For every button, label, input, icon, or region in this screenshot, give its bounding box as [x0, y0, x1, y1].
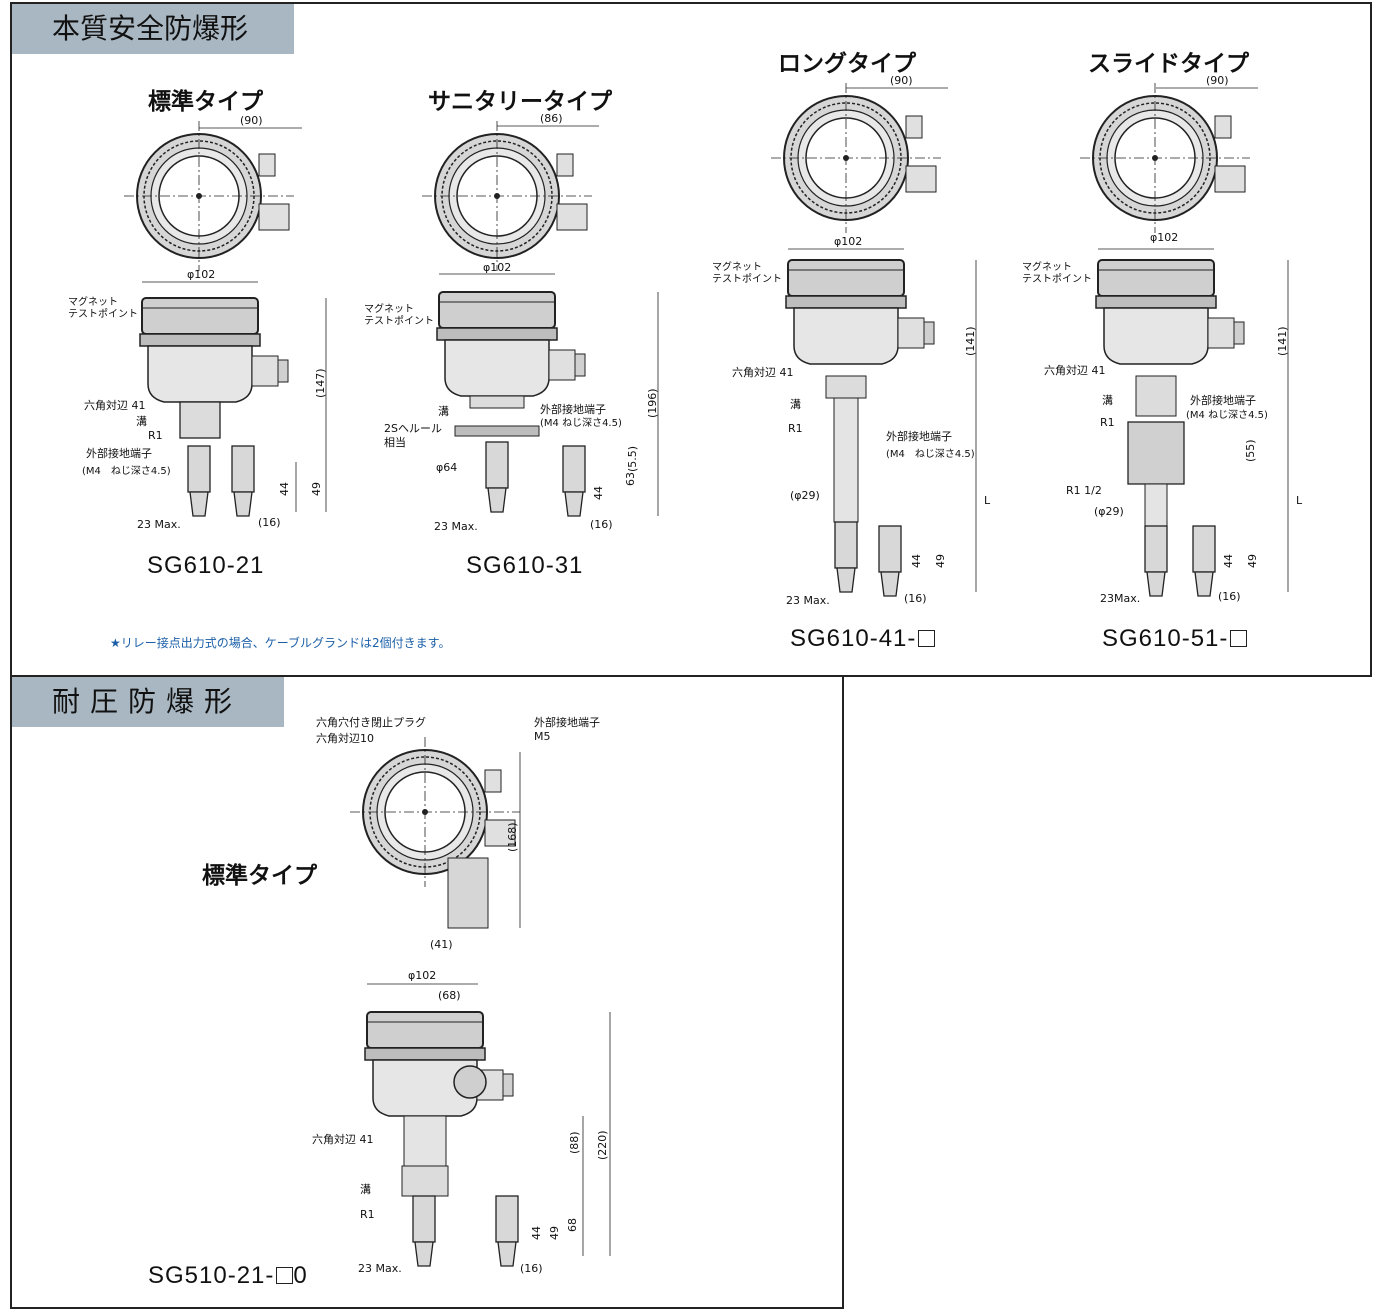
- model-number: SG610-51-: [1102, 625, 1248, 653]
- dim-diameter: φ102: [1150, 231, 1179, 244]
- dim-total: (220): [596, 1130, 609, 1160]
- label-plug: 六角穴付き閉止プラグ: [316, 716, 426, 729]
- type-label-standard: 標準タイプ: [202, 863, 317, 889]
- label-ground-spec: (M4 ねじ深さ4.5): [886, 449, 975, 460]
- dim-ferrule-gap: (5.5): [626, 445, 639, 472]
- dim-diameter: φ102: [187, 268, 216, 281]
- dim-spacing: (16): [904, 592, 927, 605]
- dim-spacing: (16): [590, 518, 613, 531]
- option-box-icon: [1230, 630, 1248, 647]
- dim-probe-a: 44: [278, 482, 291, 496]
- dim-width-top: (41): [430, 938, 453, 951]
- dim-height: (196): [646, 388, 659, 418]
- dim-bottom: 23 Max.: [786, 594, 830, 607]
- dim-probe-b: 49: [310, 482, 323, 496]
- dim-bottom: 23 Max.: [137, 518, 181, 531]
- label-ferrule-2: 相当: [384, 436, 406, 449]
- dim-pipe: (φ29): [790, 489, 820, 502]
- dim-probe-a: 44: [910, 554, 923, 568]
- dim-diameter: φ102: [408, 969, 437, 982]
- dim-spacing: (16): [258, 516, 281, 529]
- label-magnet: マグネット: [364, 304, 414, 315]
- label-thread: R1: [1100, 416, 1115, 429]
- label-thread-2: R1 1/2: [1066, 484, 1102, 497]
- dim-bottom: 23 Max.: [434, 520, 478, 533]
- dim-body: (88): [568, 1131, 581, 1154]
- dim-probe-b: 63: [624, 472, 637, 486]
- label-test-point: テストポイント: [68, 309, 138, 320]
- model-number: SG610-31: [466, 552, 584, 579]
- label-ground: 外部接地端子: [886, 430, 952, 443]
- dim-height: (147): [314, 368, 327, 398]
- dim-spacing: (16): [520, 1262, 543, 1275]
- label-groove: 溝: [360, 1183, 371, 1196]
- dim-probe-a: 44: [592, 486, 605, 500]
- label-ferrule: 2Sヘルール: [384, 422, 442, 435]
- dim-diameter: φ102: [483, 261, 512, 274]
- dim-probe-a: 44: [530, 1226, 543, 1240]
- dim-probe-b: 49: [548, 1226, 561, 1240]
- label-ground: 外部接地端子: [86, 447, 152, 460]
- label-groove: 溝: [790, 398, 801, 411]
- label-ground: 外部接地端子: [540, 403, 606, 416]
- label-plug-hex: 六角対辺10: [316, 732, 374, 745]
- dim-height: (141): [964, 326, 977, 356]
- label-ground-spec: M5: [534, 730, 551, 743]
- dim-width-top: (90): [1206, 74, 1229, 87]
- label-groove: 溝: [136, 415, 147, 428]
- dim-spacing: (16): [1218, 590, 1241, 603]
- label-test-point: テストポイント: [1022, 274, 1092, 285]
- dim-offset: (68): [438, 989, 461, 1002]
- dim-width-top: (90): [240, 114, 263, 127]
- dim-flange: φ64: [436, 461, 458, 474]
- model-number: SG610-41-: [790, 625, 936, 653]
- model-number: SG610-21: [147, 552, 265, 579]
- label-magnet: マグネット: [712, 262, 762, 273]
- label-test-point: テストポイント: [712, 274, 782, 285]
- dim-bottom: 23 Max.: [358, 1262, 402, 1275]
- label-hex: 六角対辺 41: [1044, 364, 1106, 377]
- label-groove: 溝: [438, 405, 449, 418]
- label-ground-spec: (M4 ねじ深さ4.5): [1186, 410, 1268, 421]
- option-box-icon: [918, 630, 936, 647]
- label-groove: 溝: [1102, 394, 1113, 407]
- label-ground: 外部接地端子: [1190, 394, 1256, 407]
- dim-pipe: (φ29): [1094, 505, 1124, 518]
- label-test-point: テストポイント: [364, 316, 434, 327]
- section-title-flameproof: 耐圧防爆形: [12, 677, 284, 727]
- label-thread: R1: [788, 422, 803, 435]
- type-label-long: ロングタイプ: [778, 51, 916, 77]
- dim-width-top: (86): [540, 112, 563, 125]
- dim-probe-c: 68: [566, 1218, 579, 1232]
- dim-probe-b: 49: [1246, 554, 1259, 568]
- dim-diameter: φ102: [834, 235, 863, 248]
- type-label-sanitary: サニタリータイプ: [428, 89, 612, 115]
- dim-bottom: 23Max.: [1100, 592, 1141, 605]
- model-number: SG510-21-0: [148, 1262, 308, 1289]
- label-ground-spec: (M4 ねじ深さ4.5): [82, 466, 171, 477]
- type-label-slide: スライドタイプ: [1088, 51, 1249, 77]
- dim-probe-a: 44: [1222, 554, 1235, 568]
- label-magnet: マグネット: [1022, 262, 1072, 273]
- label-ground: 外部接地端子: [534, 716, 600, 729]
- relay-note: ★リレー接点出力式の場合、ケーブルグランドは2個付きます。: [110, 636, 451, 650]
- dim-slide: (55): [1244, 439, 1257, 462]
- option-box-icon: [276, 1267, 294, 1284]
- dim-probe-b: 49: [934, 554, 947, 568]
- type-label-standard: 標準タイプ: [148, 89, 263, 115]
- dim-length: L: [984, 494, 991, 507]
- label-hex: 六角対辺 41: [84, 399, 146, 412]
- section-title-intrinsic: 本質安全防爆形: [12, 4, 294, 54]
- label-hex: 六角対辺 41: [312, 1133, 374, 1146]
- label-hex: 六角対辺 41: [732, 366, 794, 379]
- dim-height: (141): [1276, 326, 1289, 356]
- dim-length: L: [1296, 494, 1303, 507]
- label-thread: R1: [148, 429, 163, 442]
- label-ground-spec: (M4 ねじ深さ4.5): [540, 418, 622, 429]
- label-magnet: マグネット: [68, 297, 118, 308]
- label-thread: R1: [360, 1208, 375, 1221]
- dim-width-top: (90): [890, 74, 913, 87]
- dim-height-top: (168): [506, 822, 519, 852]
